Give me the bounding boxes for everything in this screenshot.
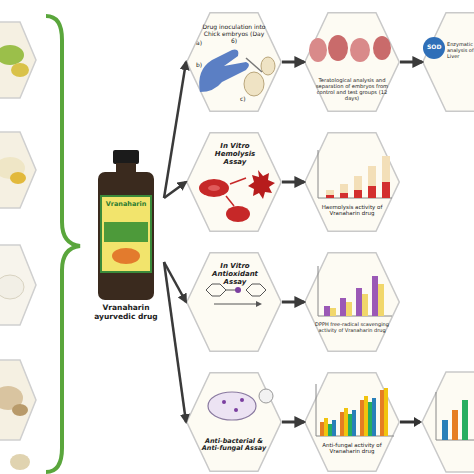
ingredient-image — [0, 275, 24, 299]
node-title: Vranaharin ayurvedic drug — [84, 304, 168, 321]
method-hexagon: In Vitro Hemolysis Assay — [186, 132, 282, 232]
hexagon-shape — [305, 133, 399, 231]
ingredient-image — [0, 157, 25, 179]
node-title: In Vitro Hemolysis Assay — [204, 142, 266, 166]
flow-arrow — [164, 262, 186, 302]
node-title: Enzymatic analysis of Liver — [447, 42, 474, 59]
ingredient-image — [0, 45, 24, 65]
hexagon-shape — [187, 13, 281, 111]
hexagon-shape — [305, 253, 399, 351]
chart-bar — [452, 410, 458, 440]
hexagon-outline — [304, 252, 400, 352]
ingredient-hexagon — [0, 22, 36, 98]
ingredient-image — [11, 63, 29, 77]
annotation-label: Vranaharin — [102, 201, 150, 208]
bottle-label-art — [112, 248, 140, 264]
flow-arrow — [164, 262, 186, 422]
flow-arrow — [282, 421, 304, 424]
ingredient-image — [10, 172, 26, 184]
bottle-cap — [113, 150, 139, 164]
hexagon-shape — [305, 373, 399, 471]
bottle-label — [101, 196, 151, 272]
ingredient-hexagon — [0, 132, 36, 208]
chart-axis — [436, 392, 474, 440]
flow-arrow — [282, 181, 304, 184]
hexagon-outline — [186, 372, 282, 472]
bottle-neck — [116, 163, 136, 173]
node-title: Haemolysis activity of Vranaharin drug — [316, 204, 388, 217]
flow-arrow — [282, 61, 304, 64]
annotation-label: a) — [196, 40, 202, 47]
hexagon-shape — [187, 373, 281, 471]
hexagon-outline — [422, 12, 474, 112]
result-hexagon: Enzymatic analysis of Liver — [422, 12, 474, 112]
hexagon-shape — [423, 13, 474, 111]
flow-arrow — [400, 421, 420, 424]
ingredient-image — [0, 386, 23, 410]
annotation-label: SOD — [427, 44, 441, 51]
result-hexagon: Haemolysis activity of Vranaharin drug — [304, 132, 400, 232]
flow-arrow — [164, 182, 186, 198]
node-title: Anti-bacterial & Anti-fungal Assay — [198, 438, 270, 453]
arrow-head — [414, 417, 422, 427]
hexagon-shape — [305, 13, 399, 111]
node-title: In Vitro Antioxidant Assay — [204, 262, 266, 286]
method-hexagon: Anti-bacterial & Anti-fungal Assay — [186, 372, 282, 472]
ingredient-image — [10, 454, 30, 470]
node-title: Teratological analysis and separation of… — [314, 78, 390, 102]
result-hexagon: Teratological analysis and separation of… — [304, 12, 400, 112]
ingredient-hexagon — [0, 245, 36, 325]
flow-arrow — [164, 62, 186, 198]
result-hexagon: DPPH free-radical scavenging activity of… — [304, 252, 400, 352]
ingredient-image — [12, 404, 28, 416]
ingredient-hexagon — [0, 360, 36, 440]
node-title: Anti-fungal activity of Vranaharin drug — [318, 442, 386, 455]
hexagon-outline — [304, 132, 400, 232]
method-hexagon: In Vitro Antioxidant Assay — [186, 252, 282, 352]
node-title: Drug inoculation into Chick embryos (Day… — [202, 24, 266, 45]
hexagon-shape — [187, 253, 281, 351]
flow-arrow — [400, 61, 422, 64]
annotation-label: b) — [196, 62, 202, 69]
hexagon-outline — [304, 372, 400, 472]
bottle-label-band — [104, 222, 148, 242]
grouping-bracket — [46, 16, 80, 472]
node-title: DPPH free-radical scavenging activity of… — [314, 322, 390, 334]
flow-arrow — [282, 301, 304, 304]
result-hexagon — [422, 372, 474, 472]
bottle-body — [98, 172, 154, 300]
result-hexagon: Anti-fungal activity of Vranaharin drug — [304, 372, 400, 472]
annotation-label: c) — [240, 96, 246, 103]
hexagon-shape — [187, 133, 281, 231]
drug-bottle: Vranaharin ayurvedic drug — [88, 148, 164, 332]
chart-bar — [442, 420, 448, 440]
chart-bar — [462, 400, 468, 440]
